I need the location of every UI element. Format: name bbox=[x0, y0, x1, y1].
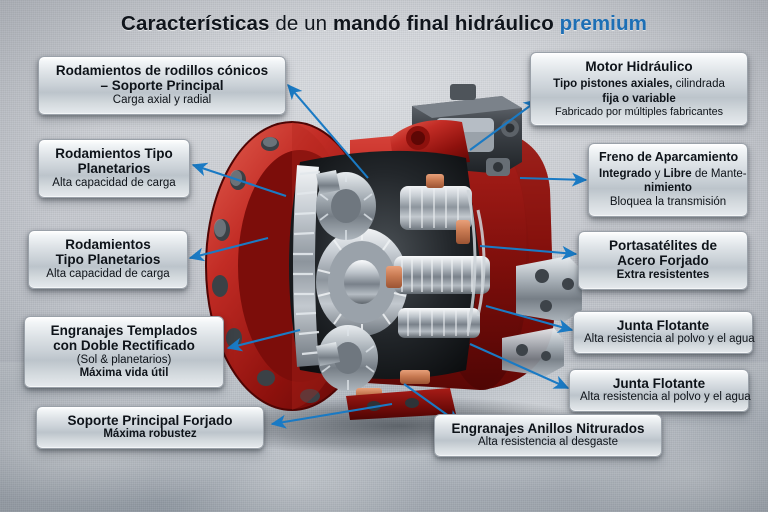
callout-line: Máxima vida útil bbox=[79, 366, 169, 379]
tapered-roller-bearings bbox=[316, 170, 340, 366]
callout-line: Planetarios bbox=[77, 161, 151, 177]
callout-planetary-bearings-2[interactable]: Rodamientos Tipo Planetarios Alta capaci… bbox=[28, 230, 188, 289]
parking-brake-housing bbox=[516, 256, 582, 322]
callout-line: (Sol & planetarios) bbox=[76, 353, 172, 366]
callout-line-regular: y bbox=[651, 168, 664, 181]
callout-parking-brake[interactable]: Freno de Aparcamiento Integrado y Libre … bbox=[588, 143, 748, 217]
callout-line: Alta resistencia al polvo y el agua bbox=[580, 391, 751, 404]
callout-line: Alta capacidad de carga bbox=[46, 267, 170, 280]
callout-line: Freno de Aparcamiento bbox=[599, 150, 739, 164]
callout-line: Rodamientos Tipo bbox=[55, 146, 173, 161]
callout-line: Máxima robustez bbox=[103, 428, 197, 441]
link-forged-main-support bbox=[270, 402, 393, 429]
callout-line: Extra resistentes bbox=[616, 268, 710, 281]
callout-line: Engranajes Anillos Nitrurados bbox=[451, 421, 645, 436]
callout-line: fija o variable bbox=[602, 92, 676, 105]
callout-line: Tipo Planetarios bbox=[55, 252, 161, 268]
callout-line: Alta resistencia al desgaste bbox=[478, 436, 618, 449]
link-planetary-bearings-2 bbox=[188, 236, 269, 262]
bronze-bushings bbox=[356, 174, 470, 400]
callout-line: Motor Hidráulico bbox=[585, 59, 693, 74]
callout-nitrided-ring-gears[interactable]: Engranajes Anillos Nitrurados Alta resis… bbox=[434, 414, 662, 458]
callout-hardened-gears[interactable]: Engranajes Templados con Doble Rectifica… bbox=[24, 316, 224, 388]
title-part-2: de un bbox=[269, 12, 333, 35]
callout-line: Alta resistencia al polvo y el agua bbox=[584, 333, 755, 346]
callout-line: Rodamientos bbox=[65, 237, 151, 252]
callout-hydraulic-motor[interactable]: Motor Hidráulico Tipo pistones axiales, … bbox=[530, 52, 748, 127]
callout-line-regular: cilindrada bbox=[672, 78, 725, 91]
link-parking-brake bbox=[519, 172, 588, 187]
callout-line: Bloquea la transmisión bbox=[609, 195, 727, 208]
callout-line: Fabricado por múltiples fabricantes bbox=[554, 105, 724, 118]
callout-line-bold: Integrado bbox=[599, 168, 652, 181]
callout-planetary-bearings-1[interactable]: Rodamientos Tipo Planetarios Alta capaci… bbox=[38, 139, 190, 198]
callout-line-regular: de Mante- bbox=[691, 168, 747, 181]
title-part-3: mandó final hidráulico bbox=[332, 12, 554, 35]
page-title: Características de un mandó final hidráu… bbox=[0, 12, 768, 36]
title-accent-word: premium bbox=[559, 12, 647, 35]
link-hydraulic-motor bbox=[469, 99, 540, 151]
link-hardened-gears bbox=[226, 328, 301, 352]
callout-line: Portasatélites de bbox=[608, 238, 718, 253]
link-tapered-roller-bearings bbox=[287, 83, 369, 179]
callout-line-bold: Libre bbox=[663, 168, 692, 181]
callout-line: Junta Flotante bbox=[616, 318, 710, 333]
callout-line: Rodamientos de rodillos cónicos bbox=[55, 63, 269, 78]
callout-tapered-roller-bearings[interactable]: Rodamientos de rodillos cónicos – Soport… bbox=[38, 56, 286, 115]
callout-floating-seal-2[interactable]: Junta Flotante Alta resistencia al polvo… bbox=[569, 369, 751, 413]
planetary-gear-train bbox=[293, 165, 490, 400]
link-floating-seal-2 bbox=[469, 343, 570, 389]
callout-line: Engranajes Templados bbox=[50, 323, 198, 338]
link-planetary-bearings-1 bbox=[191, 162, 287, 197]
link-forged-planet-carrier bbox=[479, 244, 578, 260]
callout-forged-planet-carrier[interactable]: Portasatélites de Acero Forjado Extra re… bbox=[578, 231, 748, 290]
callout-line: – Soporte Principal bbox=[100, 78, 224, 94]
callout-line: Carga axial y radial bbox=[112, 93, 212, 106]
link-floating-seal-1 bbox=[485, 304, 574, 333]
callout-floating-seal-1[interactable]: Junta Flotante Alta resistencia al polvo… bbox=[573, 311, 755, 355]
callout-line: Soporte Principal Forjado bbox=[67, 413, 233, 428]
title-part-1: Características bbox=[121, 12, 270, 35]
callout-line: Junta Flotante bbox=[612, 376, 706, 391]
callout-line: Acero Forjado bbox=[617, 253, 709, 269]
callout-line-bold: Tipo pistones axiales, bbox=[553, 78, 673, 91]
floating-seals bbox=[466, 189, 486, 333]
callout-line: nimiento bbox=[644, 182, 692, 195]
callout-line: con Doble Rectificado bbox=[53, 338, 195, 354]
callout-line: Alta capacidad de carga bbox=[52, 176, 176, 189]
final-drive-cutaway-illustration bbox=[195, 84, 605, 456]
callout-line: Integrado y Libre de Mante- bbox=[599, 164, 747, 182]
callout-line: Tipo pistones axiales, cilindrada bbox=[541, 74, 737, 92]
callout-forged-main-support[interactable]: Soporte Principal Forjado Máxima robuste… bbox=[36, 406, 264, 450]
